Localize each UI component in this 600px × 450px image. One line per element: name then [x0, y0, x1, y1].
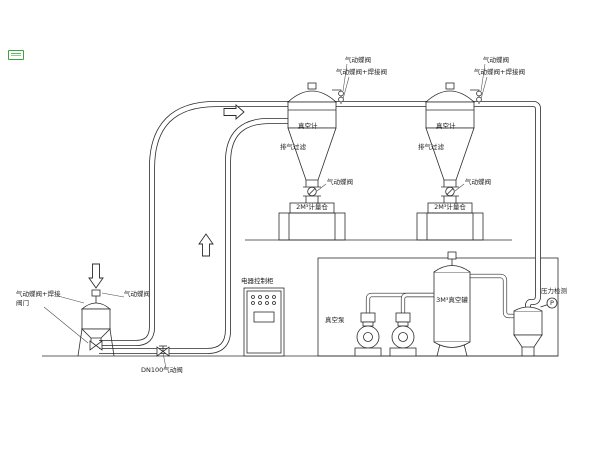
conveying-pipe-main [99, 101, 541, 346]
cyclone1-discharge-valve-label: 气动蝶阀 [327, 178, 353, 186]
cone [81, 328, 111, 339]
flow-arrow-down-icon [88, 263, 104, 289]
pressure-gauge-symbol: P [550, 298, 554, 307]
pump-suction-manifold [365, 292, 434, 313]
weld-valve-icon [338, 96, 344, 103]
body [81, 308, 111, 330]
pump-base [354, 347, 382, 357]
cyclone2-exhaust-filter-label: 排气过滤 [418, 143, 444, 151]
gauge-stem [540, 304, 549, 308]
butterfly-valve-icon [338, 90, 344, 97]
flow-arrows [88, 104, 245, 289]
pressure-gauge-icon [546, 297, 558, 309]
flow-arrow-up-icon [198, 233, 214, 257]
cyclone1-top-valve-weld-label: 气动蝶阀+焊接阀 [336, 68, 387, 76]
dn100-valve-label: DN100气动阀 [141, 366, 183, 374]
outlet-valve-icon [89, 340, 97, 351]
dome [286, 90, 338, 103]
cone [425, 127, 475, 181]
control-cabinet-label: 电器控制柜 [241, 277, 274, 285]
tank-relief-valve-icon [447, 251, 457, 260]
vacuum-tank-label: 3M³真空罐 [436, 296, 468, 304]
cyclone2-discharge-valve-label: 气动蝶阀 [465, 178, 491, 186]
cabinet-panel [253, 311, 275, 323]
feed-hopper [77, 289, 115, 357]
butterfly-valve-icon [476, 90, 482, 97]
cyclone1-bin-label: 2M³计量仓 [296, 203, 328, 211]
vacuum-pump-1 [354, 312, 382, 357]
vacuum-pump-label: 真空泵 [325, 316, 345, 324]
feed-top-valve-label: 气动蝶阀 [124, 290, 150, 298]
pressure-detection-label: 压力检测 [541, 287, 567, 295]
flow-arrow-right-icon [223, 104, 245, 120]
leader-lines [43, 63, 488, 369]
weld-valve-icon [476, 96, 482, 103]
cyclone1-top-valve-label: 气动蝶阀 [345, 56, 371, 64]
tank-to-filter-pipe [470, 273, 517, 319]
dome [424, 90, 476, 103]
pump-body [391, 325, 415, 349]
building-structure [42, 239, 559, 357]
vacuum-tank [433, 251, 471, 357]
cyclone2-top-valve-weld-label: 气动蝶阀+焊接阀 [474, 68, 525, 76]
body [425, 101, 475, 129]
cone [287, 127, 337, 181]
cyclone-receiver-2 [416, 82, 484, 241]
motor [395, 312, 411, 323]
cyclone1-vacuum-gauge-label: 真空计 [298, 122, 318, 130]
dn100-valve-icon [156, 345, 170, 357]
pump-base [389, 347, 417, 357]
weigh-bin-platform [278, 212, 346, 241]
cyclone2-vacuum-gauge-label: 真空计 [436, 122, 456, 130]
cyclone2-top-valve-label: 气动蝶阀 [483, 56, 509, 64]
pump-room-outline [317, 257, 559, 357]
conveying-pipe-secondary [99, 118, 289, 354]
dome-cap [445, 82, 455, 90]
top-valve-icon [91, 289, 101, 297]
feed-weld-valve-label-line2: 阀门 [16, 299, 29, 307]
cyclone1-exhaust-filter-label: 排气过滤 [280, 143, 306, 151]
motor [360, 312, 376, 323]
feed-weld-valve-label-line1: 气动蝶阀+焊接 [16, 290, 61, 298]
vacuum-pump-2 [389, 312, 417, 357]
dome-cap [307, 82, 317, 90]
inline-filter [513, 297, 558, 356]
tank-shell [433, 271, 471, 343]
cyclone-receiver-1 [278, 82, 346, 241]
control-cabinet [243, 287, 285, 357]
dome [80, 302, 112, 310]
pump-body [356, 325, 380, 349]
filter-body [513, 310, 543, 336]
approval-stamp [8, 50, 24, 60]
cyclone2-bin-label: 2M³计量仓 [434, 203, 466, 211]
weigh-bin-platform [416, 212, 484, 241]
